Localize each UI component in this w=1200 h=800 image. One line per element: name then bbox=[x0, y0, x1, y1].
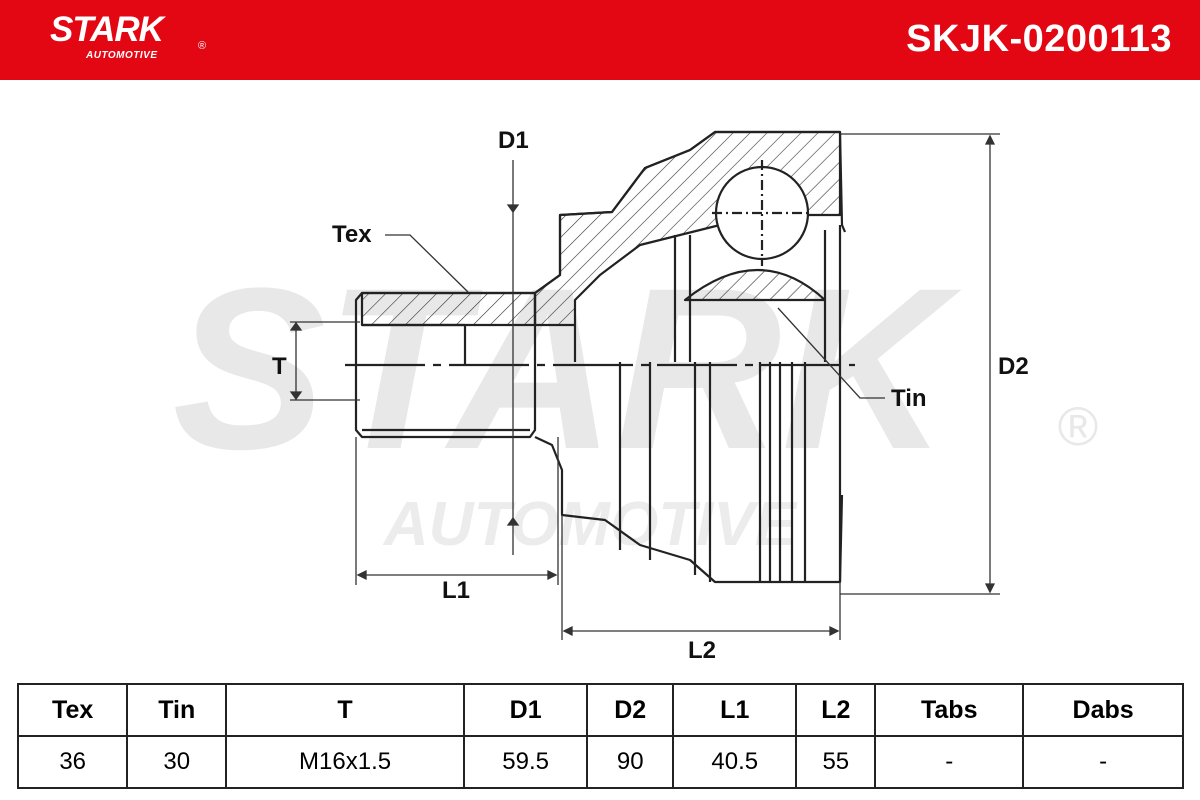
part-number: SKJK-0200113 bbox=[906, 18, 1172, 60]
label-t: T bbox=[272, 353, 287, 380]
header-d2: D2 bbox=[586, 683, 675, 737]
watermark-registered: ® bbox=[1058, 395, 1099, 457]
label-d1: D1 bbox=[498, 127, 529, 154]
header-l1: L1 bbox=[672, 683, 798, 737]
stark-logo: STARK ® AUTOMOTIVE bbox=[50, 10, 210, 70]
value-tabs: - bbox=[874, 735, 1025, 789]
value-dabs: - bbox=[1022, 735, 1184, 789]
value-l1: 40.5 bbox=[672, 735, 798, 789]
label-l2: L2 bbox=[688, 637, 716, 664]
spec-table-value-row: 36 30 M16x1.5 59.5 90 40.5 55 - - bbox=[16, 735, 1184, 789]
header-t: T bbox=[225, 683, 466, 737]
logo-brand-text: STARK bbox=[50, 10, 164, 49]
label-tin: Tin bbox=[891, 385, 927, 412]
watermark-sub: AUTOMOTIVE bbox=[382, 490, 798, 559]
header-d1: D1 bbox=[463, 683, 589, 737]
value-l2: 55 bbox=[795, 735, 877, 789]
spec-table: Tex Tin T D1 D2 L1 L2 Tabs Dabs 36 30 M1… bbox=[16, 683, 1184, 789]
header-tex: Tex bbox=[16, 683, 129, 737]
label-tex: Tex bbox=[332, 221, 372, 248]
logo-registered-mark: ® bbox=[198, 40, 207, 52]
header-tin: Tin bbox=[126, 683, 228, 737]
inner-cage-section bbox=[683, 268, 827, 302]
value-d2: 90 bbox=[586, 735, 675, 789]
label-d2: D2 bbox=[998, 353, 1029, 380]
label-l1: L1 bbox=[442, 577, 470, 604]
header-dabs: Dabs bbox=[1022, 683, 1184, 737]
header-bar: STARK ® AUTOMOTIVE SKJK-0200113 bbox=[0, 0, 1200, 80]
value-tex: 36 bbox=[16, 735, 129, 789]
value-t: M16x1.5 bbox=[225, 735, 466, 789]
value-tin: 30 bbox=[126, 735, 228, 789]
logo-sub-text: AUTOMOTIVE bbox=[86, 50, 158, 61]
housing-grooves bbox=[618, 362, 807, 582]
joint-technical-drawing: STARK AUTOMOTIVE ® bbox=[172, 127, 1099, 664]
stud-hatch-section bbox=[360, 291, 537, 327]
header-tabs: Tabs bbox=[874, 683, 1025, 737]
spec-table-header-row: Tex Tin T D1 D2 L1 L2 Tabs Dabs bbox=[16, 683, 1184, 737]
header-l2: L2 bbox=[795, 683, 877, 737]
value-d1: 59.5 bbox=[463, 735, 589, 789]
